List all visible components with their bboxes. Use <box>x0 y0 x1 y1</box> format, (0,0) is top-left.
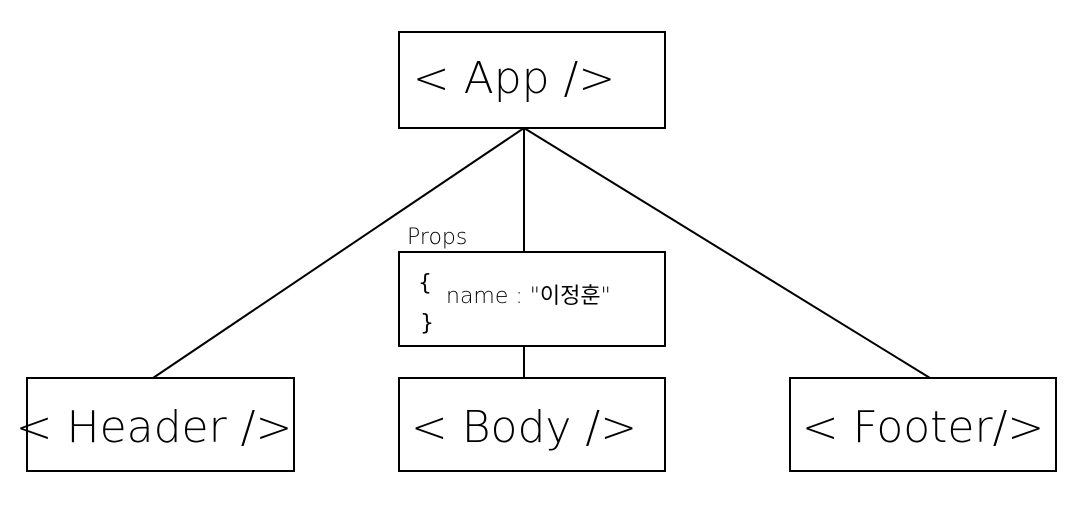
edge-app-footer <box>523 127 931 379</box>
props-title: Props <box>407 225 467 250</box>
header-node: < Header /> <box>16 377 295 472</box>
props-close-brace: } <box>420 311 434 336</box>
footer-node: < Footer/> <box>789 377 1057 472</box>
props-content: name : "이정훈" <box>446 284 611 309</box>
edge-app-header <box>152 127 525 379</box>
app-node-label: < App /> <box>413 53 616 104</box>
header-node-label: < Header /> <box>16 402 293 453</box>
body-node-label: < Body /> <box>411 402 637 453</box>
props-node: { name : "이정훈" } <box>398 251 666 347</box>
props-open-brace: { <box>418 271 432 296</box>
footer-node-label: < Footer/> <box>802 402 1045 453</box>
body-node: < Body /> <box>398 377 666 472</box>
app-node: < App /> <box>398 31 666 129</box>
